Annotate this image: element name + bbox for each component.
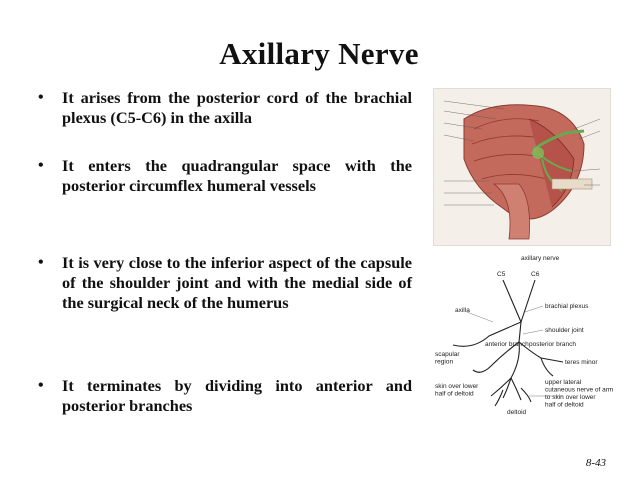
diagram-label-anterior-branch: anterior branch xyxy=(485,341,529,348)
bullet-symbol: • xyxy=(38,254,44,271)
diagram-label-axilla: axilla xyxy=(455,307,470,314)
diagram-label-line: half of deltoid xyxy=(435,391,474,398)
diagram-label-shoulder-joint: shoulder joint xyxy=(545,327,584,334)
bullet-symbol: • xyxy=(38,89,44,106)
diagram-label-deltoid: deltoid xyxy=(507,409,527,416)
bullet-text: It is very close to the inferior aspect … xyxy=(62,253,412,312)
shoulder-anatomy-illustration xyxy=(433,88,611,246)
bullet-symbol: • xyxy=(38,157,44,174)
diagram-label-c5: C5 xyxy=(497,271,506,278)
axillary-nerve-diagram: axillary nerve C5 C6 axilla brachial ple… xyxy=(435,255,613,416)
diagram-label-c6: C6 xyxy=(531,271,540,278)
anatomy-drawing xyxy=(443,100,601,240)
slide-number: 8-43 xyxy=(585,457,606,469)
diagram-label-title: axillary nerve xyxy=(521,255,560,262)
diagram-label-line: cutaneous nerve of arm xyxy=(545,387,613,394)
bullet-text: It enters the quadrangular space with th… xyxy=(62,156,412,195)
diagram-label-line: scapular xyxy=(435,351,460,358)
bullet-symbol: • xyxy=(38,377,44,394)
diagram-label-line: region xyxy=(435,359,453,366)
diagram-label-line: to skin over lower xyxy=(545,394,596,401)
diagram-label-line: skin over lower xyxy=(435,383,479,390)
diagram-label-brachial-plexus: brachial plexus xyxy=(545,303,589,310)
slide-title: Axillary Nerve xyxy=(219,36,419,71)
diagram-label-line: half of deltoid xyxy=(545,402,584,409)
diagram-label-posterior-branch: posterior branch xyxy=(529,341,576,348)
diagram-label-line: upper lateral xyxy=(545,379,582,386)
bullet-text: It terminates by dividing into anterior … xyxy=(62,376,412,415)
diagram-label-teres-minor: teres minor xyxy=(565,359,598,366)
bullet-text: It arises from the posterior cord of the… xyxy=(62,88,412,127)
